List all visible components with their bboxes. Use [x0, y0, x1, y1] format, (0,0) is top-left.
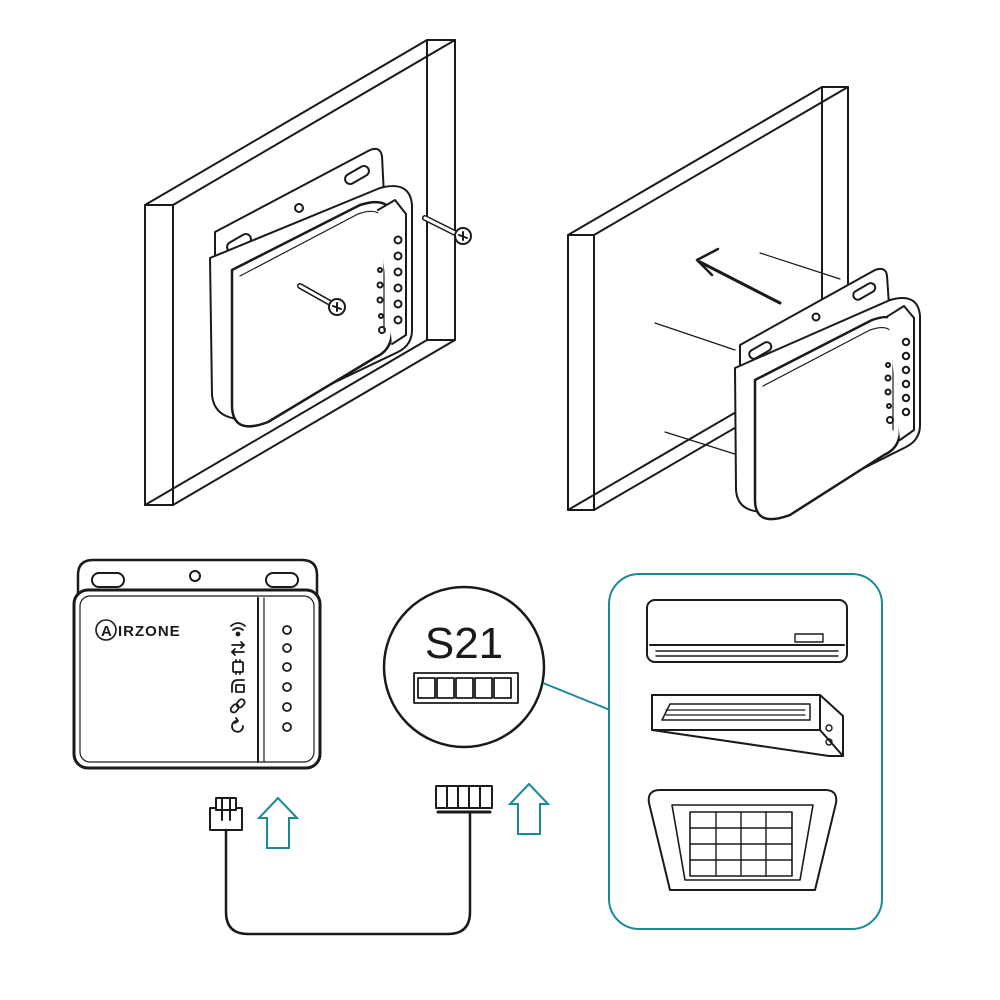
callout-leader [542, 682, 611, 711]
screw-icon [297, 283, 346, 316]
status-led [282, 643, 292, 653]
device-connector-icon [209, 797, 243, 831]
brand-label: IRZONE [118, 623, 181, 640]
screw-icon-2 [422, 215, 472, 245]
port-label: S21 [425, 619, 503, 668]
ducted-unit-icon [651, 694, 844, 757]
cable [224, 810, 472, 936]
wifi-icon [230, 622, 246, 637]
cassette-unit-icon [647, 789, 838, 891]
status-led [282, 662, 292, 672]
mounting-slot-right [265, 572, 299, 588]
device-front-view: A IRZONE [72, 558, 322, 770]
brand-logo: A IRZONE [95, 619, 181, 641]
compatible-units-panel [608, 573, 883, 930]
chip-icon [232, 659, 244, 675]
status-led [282, 702, 292, 712]
status-led [282, 682, 292, 692]
s21-port-pins [413, 672, 519, 704]
power-plug-icon [231, 679, 245, 693]
guide-lines [654, 252, 841, 456]
brand-initial: A [101, 623, 113, 640]
device-mounted-wall [209, 147, 413, 428]
upload-arrow-icon [256, 796, 300, 849]
s21-connector-icon [435, 785, 493, 814]
mounting-hole [189, 570, 201, 582]
device-body [72, 588, 322, 770]
status-led [282, 722, 292, 732]
mounting-slot-left [91, 572, 125, 588]
split-unit-icon [646, 599, 848, 663]
data-transfer-icon [231, 641, 245, 656]
step-slide-onto-wall [567, 86, 921, 521]
cable-assembly [209, 782, 551, 936]
link-icon [229, 698, 246, 714]
device-sliding [734, 267, 921, 521]
upload-arrow-icon-2 [507, 782, 551, 835]
step-screw-mount [144, 39, 472, 506]
status-led [282, 625, 292, 635]
restart-icon [231, 717, 244, 733]
arrow-icon [695, 247, 782, 305]
s21-port-callout: S21 [382, 585, 611, 749]
